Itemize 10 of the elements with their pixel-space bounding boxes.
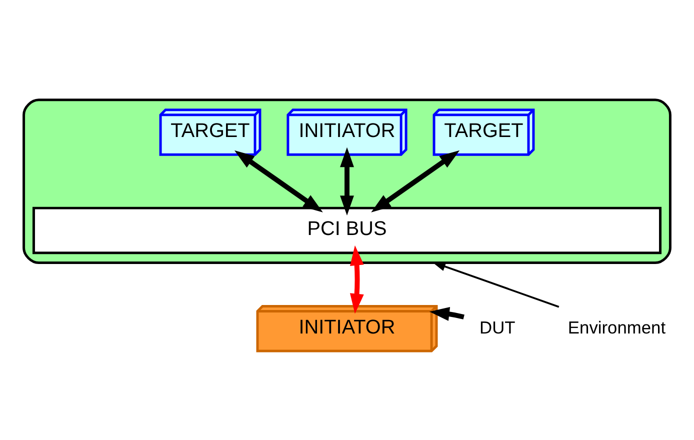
arrow bbox=[432, 261, 560, 308]
node-box: PCI BUS bbox=[32, 206, 662, 254]
arrow bbox=[340, 146, 354, 216]
node-text: DUT bbox=[480, 316, 516, 337]
arrow bbox=[371, 150, 460, 212]
arrow bbox=[429, 306, 464, 320]
arrow bbox=[350, 244, 364, 314]
arrow bbox=[234, 150, 323, 212]
cluster bbox=[22, 98, 672, 264]
node-text: Environment bbox=[568, 316, 666, 337]
